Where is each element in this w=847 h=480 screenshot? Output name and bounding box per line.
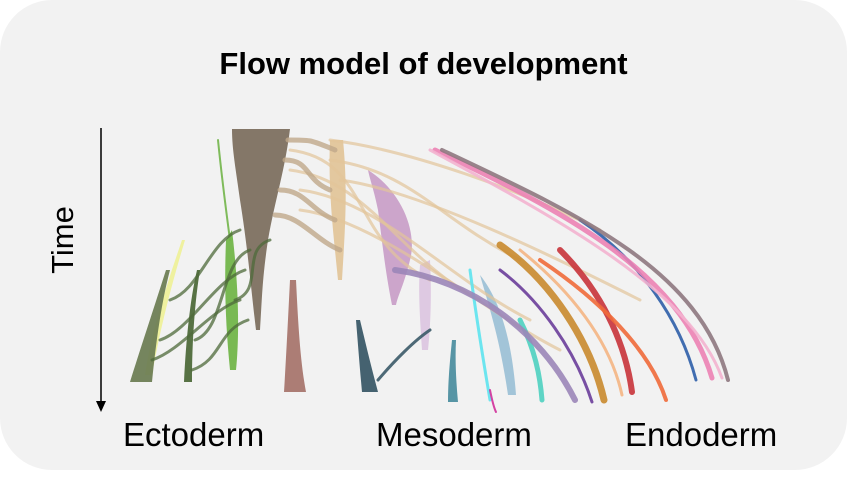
lineage-pink (432, 147, 715, 381)
time-axis-arrowhead (96, 401, 106, 412)
branch-flow-root-tan (282, 157, 333, 193)
diagram-title: Flow model of development (219, 46, 628, 81)
lineage-rose (284, 280, 306, 392)
lineage-purple (498, 268, 594, 404)
lineage-lavender (392, 267, 578, 403)
branch-flow-ectoderm (158, 268, 247, 342)
branch-flow-tan (338, 178, 642, 302)
lineage-peach (518, 248, 624, 397)
lineage-orange (496, 241, 608, 404)
germ-layer-ectoderm: Ectoderm (123, 416, 265, 453)
branch-flow-ectoderm (168, 228, 242, 302)
lineage-blue (578, 218, 698, 382)
branch-flow-ectoderm (190, 318, 250, 372)
lineage-lilac (419, 260, 431, 350)
germ-layer-mesoderm: Mesoderm (376, 416, 532, 453)
lineage-root-trunk (232, 129, 290, 330)
branch-flow-tan (288, 148, 432, 282)
branch-flow-slate (376, 328, 432, 382)
branch-flow-tan (298, 188, 532, 322)
branch-flow-tan (328, 138, 602, 232)
lineage-olive (130, 270, 170, 382)
branch-flow-tan (328, 158, 522, 262)
lineage-teal (448, 340, 458, 402)
branch-flow-root-tan (277, 187, 338, 223)
lineage-lightpink (428, 148, 724, 380)
branch-flow-root-tan (285, 137, 338, 153)
branch-flow-ectoderm (150, 298, 242, 362)
lineage-slate (356, 320, 378, 392)
lineage-magenta (489, 389, 497, 413)
branch-flow-ectoderm (193, 248, 252, 342)
branch-flow-ectoderm (233, 238, 272, 302)
lineage-mauve (440, 148, 730, 382)
lineage-darkgreen (184, 270, 200, 382)
branch-flow-root-tan (272, 212, 343, 253)
lineage-vermilion (538, 258, 668, 402)
lineage-green-stem (217, 139, 231, 241)
lineage-cyan (468, 268, 492, 402)
diagram-panel (0, 0, 847, 470)
germ-layer-endoderm: Endoderm (625, 416, 778, 453)
